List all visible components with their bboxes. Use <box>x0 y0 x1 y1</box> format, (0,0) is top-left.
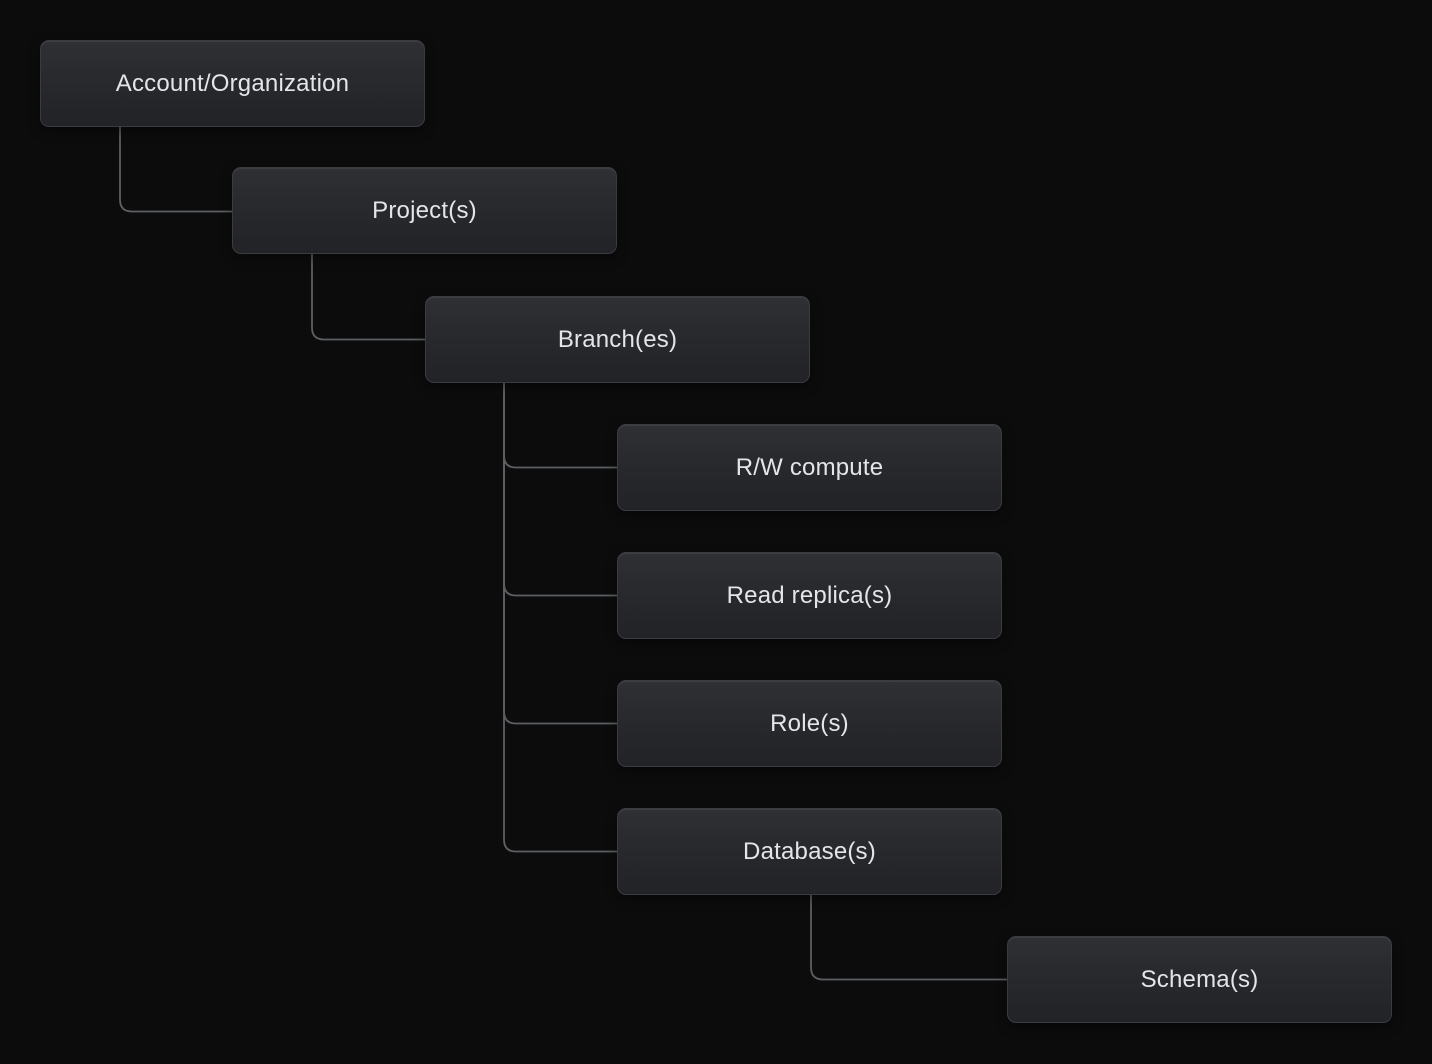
node-label: Read replica(s) <box>726 581 893 609</box>
connector-account-projects <box>119 127 232 213</box>
node-label: Database(s) <box>743 837 876 865</box>
node-roles: Role(s) <box>617 680 1002 767</box>
node-label: Role(s) <box>770 709 849 737</box>
connector-projects-branches <box>311 254 425 341</box>
connector-branches-read-replicas <box>503 383 617 597</box>
node-label: Schema(s) <box>1140 965 1259 993</box>
node-rw-compute: R/W compute <box>617 424 1002 511</box>
node-account-organization: Account/Organization <box>40 40 425 127</box>
node-label: R/W compute <box>735 453 884 481</box>
connector-databases-schemas <box>810 895 1007 981</box>
node-databases: Database(s) <box>617 808 1002 895</box>
connector-branches-rw-compute <box>503 383 617 469</box>
connector-branches-databases <box>503 383 617 853</box>
node-branches: Branch(es) <box>425 296 810 383</box>
connector-branches-roles <box>503 383 617 725</box>
node-label: Account/Organization <box>115 69 350 97</box>
node-label: Branch(es) <box>557 325 678 353</box>
node-read-replicas: Read replica(s) <box>617 552 1002 639</box>
node-label: Project(s) <box>372 196 477 224</box>
node-schemas: Schema(s) <box>1007 936 1392 1023</box>
node-projects: Project(s) <box>232 167 617 254</box>
